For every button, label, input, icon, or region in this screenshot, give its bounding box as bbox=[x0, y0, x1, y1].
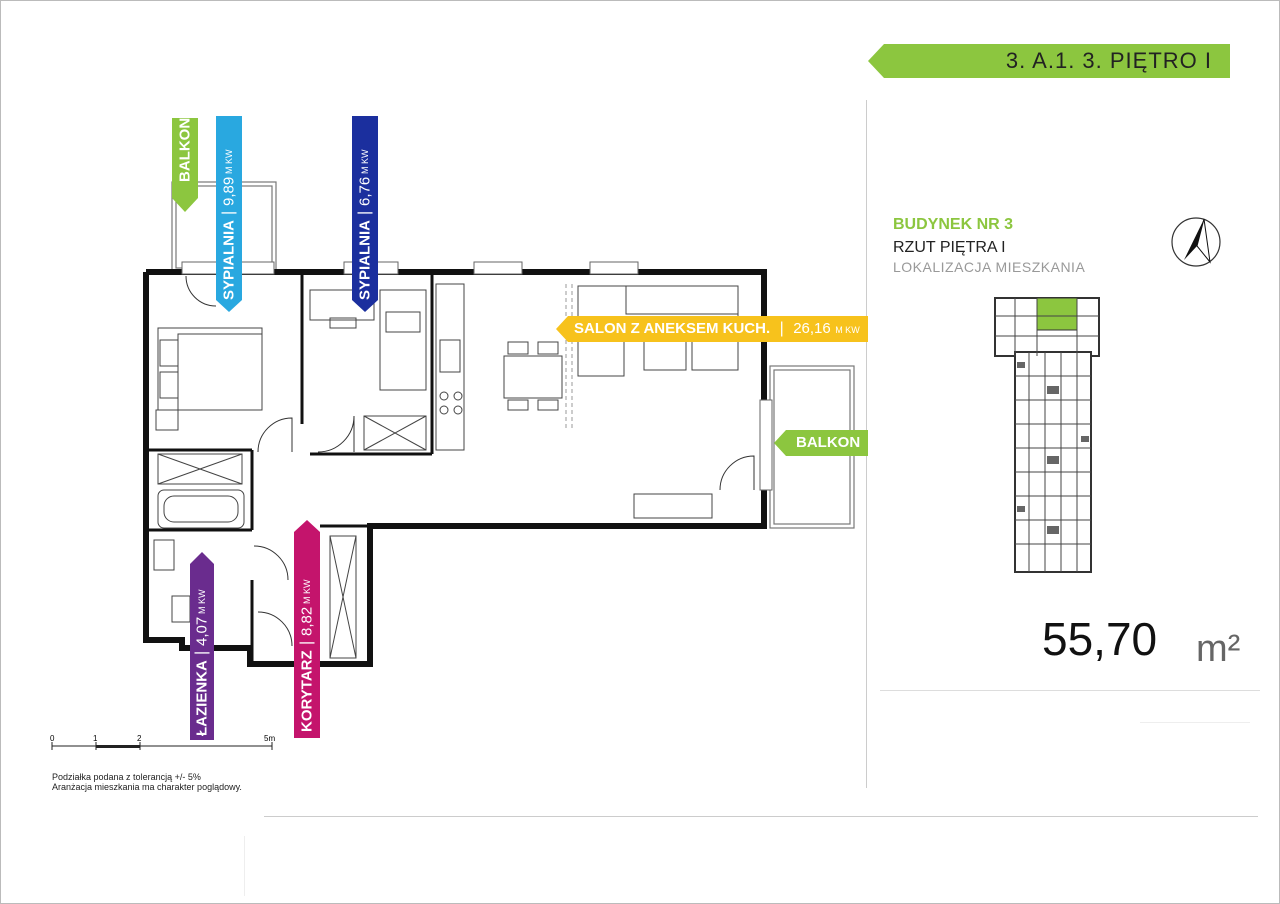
note-tolerance: Podziałka podana z tolerancją +/- 5% bbox=[52, 772, 201, 782]
bathroom-area: 4,07 bbox=[193, 616, 211, 647]
label-arrow-shape bbox=[216, 116, 242, 312]
banner-arrow-shape bbox=[868, 44, 1230, 78]
total-area-unit: m² bbox=[1196, 628, 1241, 670]
building-key-plan bbox=[994, 297, 1100, 573]
living-room-area: 26,16 bbox=[793, 320, 831, 337]
total-area-value: 55,70 bbox=[1042, 613, 1158, 665]
divider-faint bbox=[1140, 722, 1250, 723]
label-bathroom: ŁAZIENKA | 4,07 M KW bbox=[190, 552, 214, 740]
scale-tick-5m: 5m bbox=[264, 734, 276, 743]
furniture bbox=[153, 283, 739, 659]
label-corridor: KORYTARZ | 8,82 M KW bbox=[294, 520, 320, 738]
north-arrow-icon bbox=[1171, 217, 1221, 267]
scale-bar: 0 1 2 5m bbox=[50, 732, 280, 762]
note-arrangement: Aranżacja mieszkania ma charakter pogląd… bbox=[52, 782, 242, 792]
scale-tick-2: 2 bbox=[137, 734, 142, 743]
label-bedroom-1: SYPIALNIA | 9,89 M KW bbox=[216, 116, 242, 312]
balcony-north-name: BALKON bbox=[176, 118, 194, 183]
interior-walls bbox=[148, 274, 434, 664]
scale-bar-line bbox=[51, 742, 273, 750]
divider-horizontal bbox=[880, 690, 1260, 691]
label-arrow-shape bbox=[556, 316, 868, 342]
divider-faint-vertical bbox=[244, 836, 245, 896]
label-bedroom-2: SYPIALNIA | 6,76 M KW bbox=[352, 116, 378, 312]
unit-banner: 3. A.1. 3. PIĘTRO I bbox=[868, 44, 1230, 78]
label-arrow-shape bbox=[190, 552, 214, 740]
label-arrow-shape bbox=[294, 520, 320, 738]
balcony-east-name: BALKON bbox=[796, 434, 861, 451]
corridor-area: 8,82 bbox=[298, 606, 316, 637]
label-arrow-shape bbox=[352, 116, 378, 312]
bedroom-1-name: SYPIALNIA bbox=[220, 219, 238, 300]
floor-title: RZUT PIĘTRA I bbox=[893, 239, 1006, 256]
location-caption: LOKALIZACJA MIESZKANIA bbox=[893, 259, 1086, 275]
label-arrow-shape bbox=[774, 430, 868, 456]
divider-bottom bbox=[264, 816, 1258, 817]
bedroom-2-name: SYPIALNIA bbox=[356, 219, 374, 300]
scale-tick-1: 1 bbox=[93, 734, 98, 743]
corridor-name: KORYTARZ bbox=[298, 650, 316, 732]
label-balcony-north: BALKON bbox=[172, 118, 198, 212]
building-title: BUDYNEK NR 3 bbox=[893, 216, 1014, 233]
unit-label: 3. A.1. 3. PIĘTRO I bbox=[1005, 48, 1212, 73]
label-balcony-east: BALKON bbox=[774, 430, 868, 456]
living-room-name: SALON Z ANEKSEM KUCH. bbox=[574, 320, 771, 337]
label-arrow-shape bbox=[172, 118, 198, 212]
bedroom-2-area: 6,76 bbox=[356, 176, 374, 206]
door-swings bbox=[185, 275, 755, 647]
bathroom-name: ŁAZIENKA bbox=[193, 660, 211, 736]
label-living-room: SALON Z ANEKSEM KUCH. | 26,16 M KW bbox=[556, 316, 868, 342]
bedroom-1-area: 9,89 bbox=[220, 176, 238, 206]
windows bbox=[181, 261, 773, 491]
apartment-plan-drawing bbox=[143, 181, 855, 667]
scale-tick-0: 0 bbox=[50, 734, 55, 743]
disclaimer-notes: Podziałka podana z tolerancją +/- 5% Ara… bbox=[52, 772, 242, 792]
